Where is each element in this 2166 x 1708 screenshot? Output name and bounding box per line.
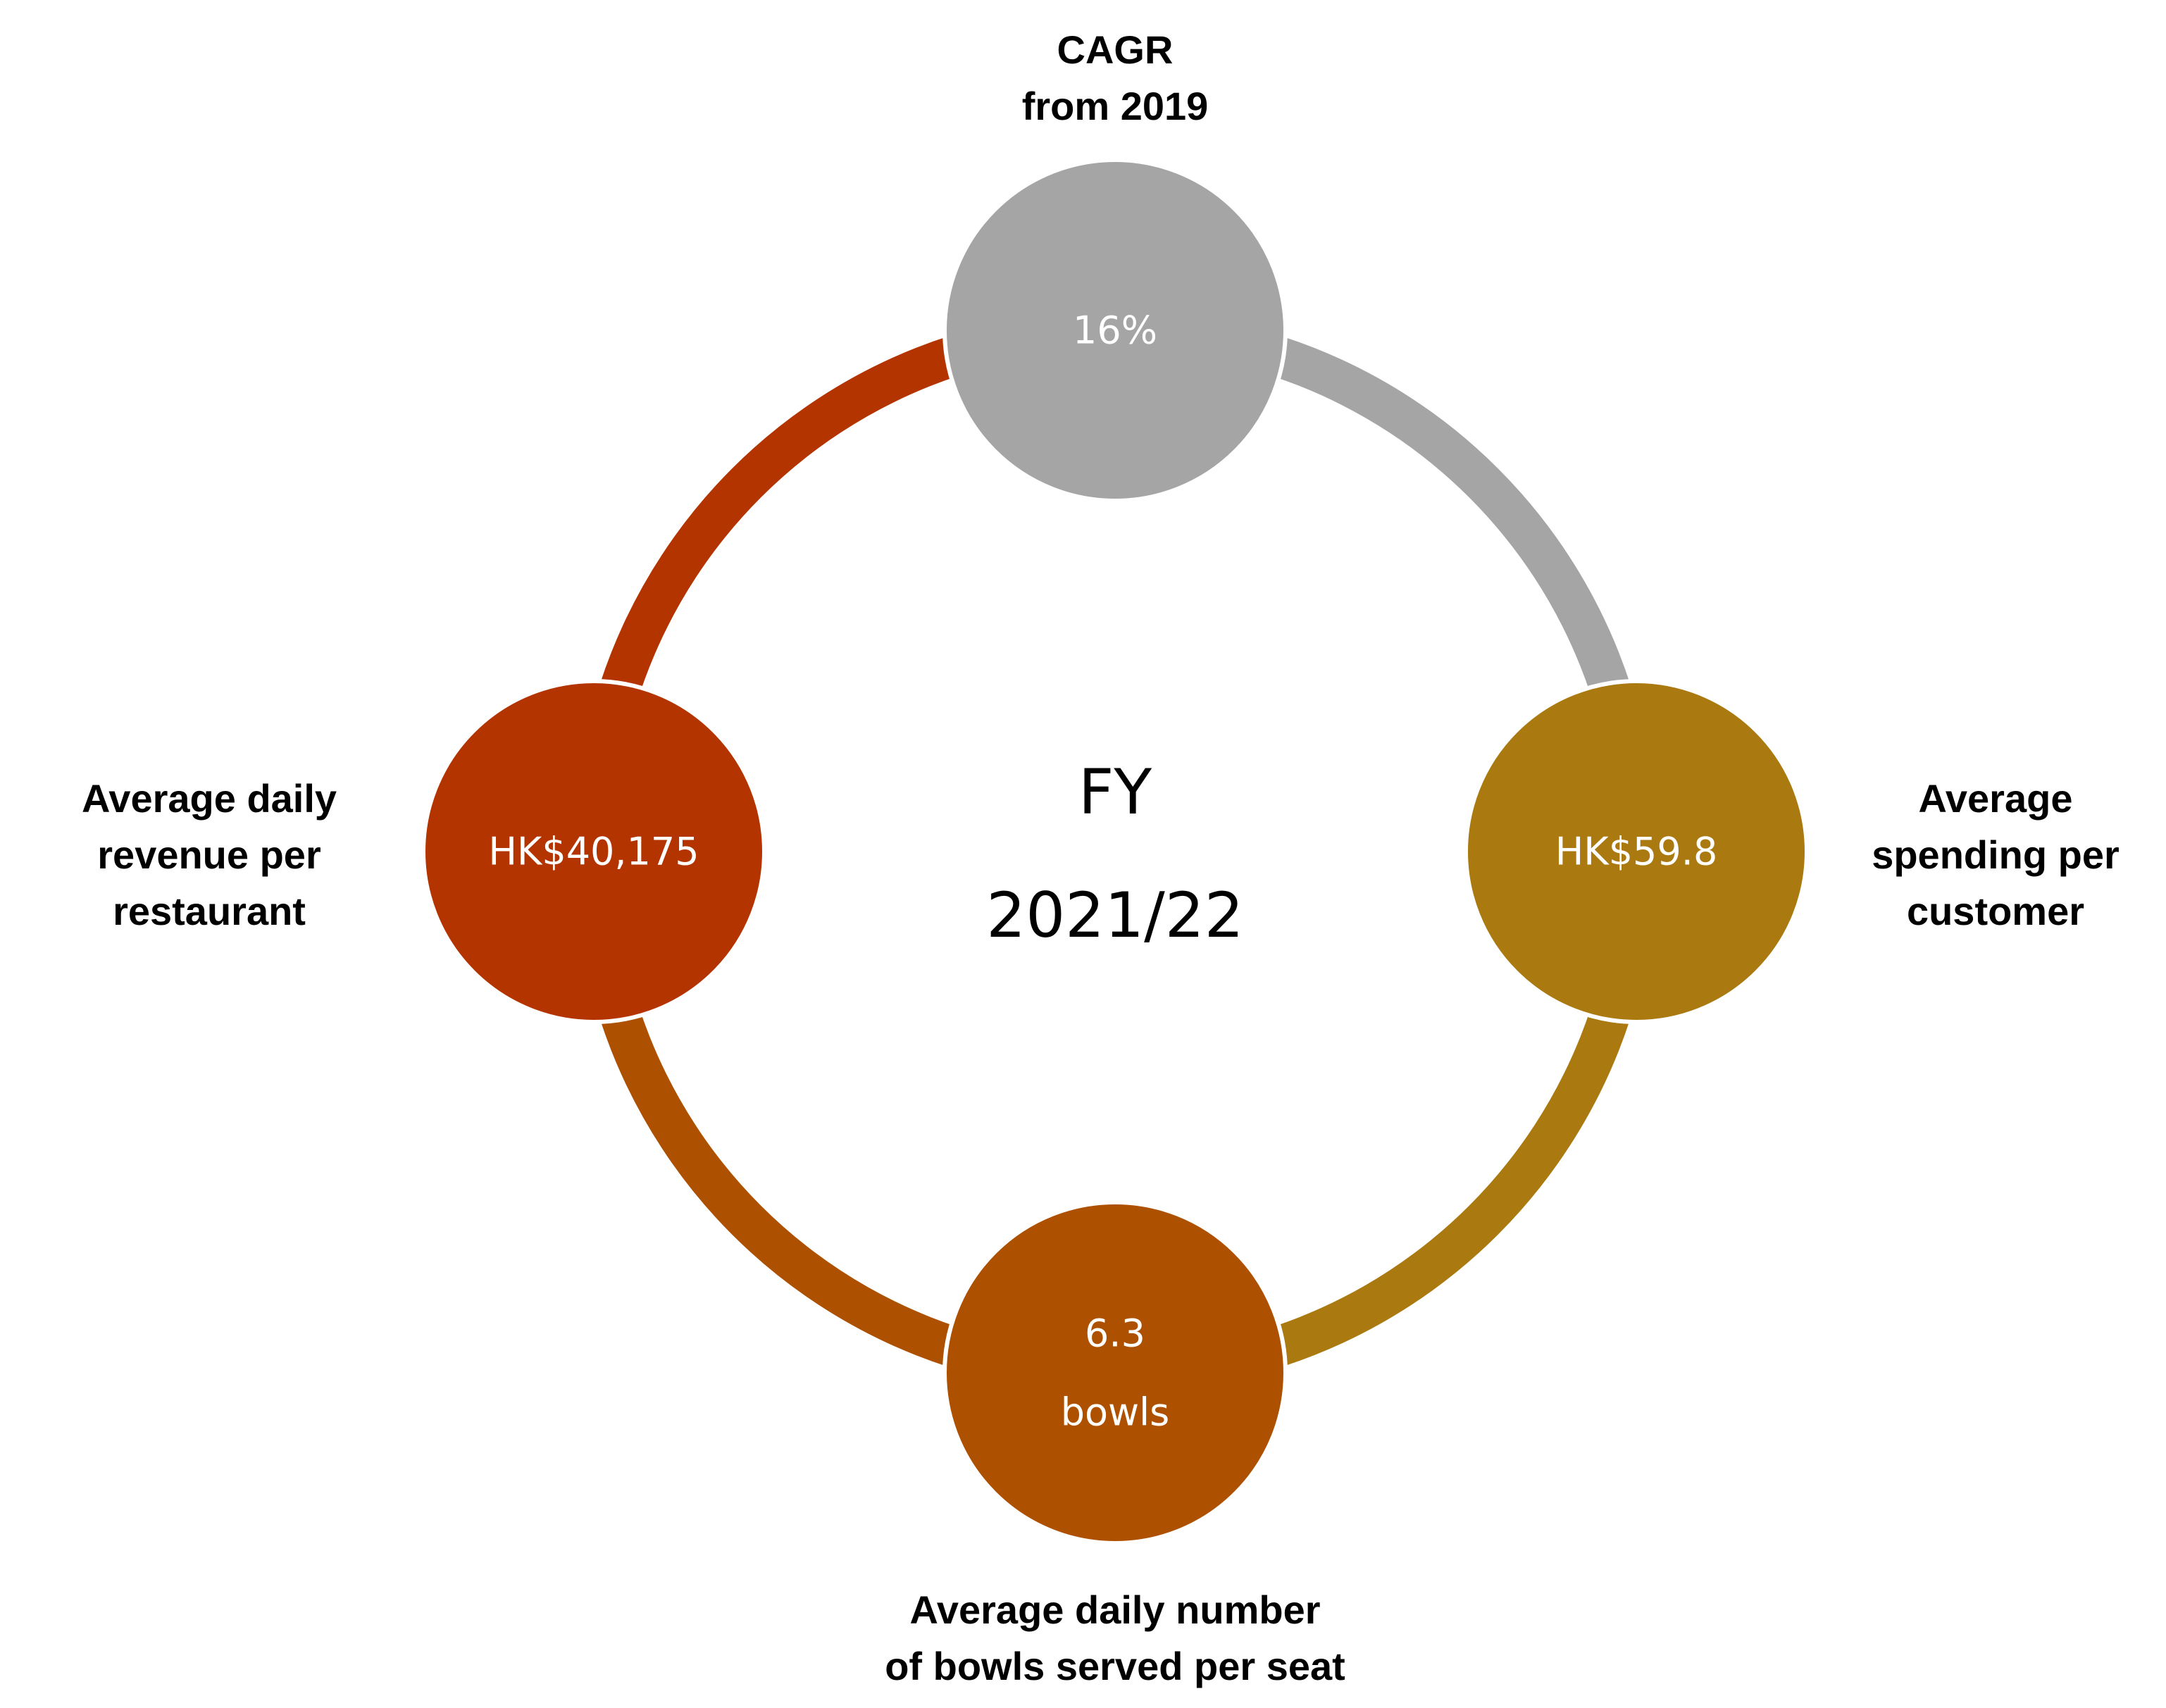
node-label-line-bowls-0: Average daily number xyxy=(909,1588,1320,1632)
node-label-line-spending-1: spending per xyxy=(1872,833,2120,877)
node-spending: HK$59.8 xyxy=(1464,679,1809,1024)
center-text: FY 2021/22 xyxy=(986,756,1244,952)
node-value-revenue-0: HK$40,175 xyxy=(488,830,699,874)
cycle-nodes: 16% HK$59.8 6.3 bowls HK$40,175 xyxy=(421,158,1809,1545)
node-circle-bowls xyxy=(942,1200,1288,1545)
center-line-2: 2021/22 xyxy=(986,879,1244,952)
node-value-cagr-0: 16% xyxy=(1073,308,1157,353)
node-label-revenue: Average daily revenue per restaurant xyxy=(82,776,337,933)
center-line-1: FY xyxy=(1078,756,1152,828)
node-label-cagr: CAGR from 2019 xyxy=(1022,27,1209,128)
node-cagr: 16% xyxy=(942,158,1288,503)
node-label-bowls: Average daily number of bowls served per … xyxy=(885,1588,1345,1688)
node-label-line-cagr-1: from 2019 xyxy=(1022,84,1209,128)
node-label-line-cagr-0: CAGR xyxy=(1057,27,1174,72)
node-revenue: HK$40,175 xyxy=(421,679,766,1024)
node-label-line-revenue-2: restaurant xyxy=(113,889,306,933)
node-label-spending: Average spending per customer xyxy=(1872,776,2120,933)
node-label-line-spending-0: Average xyxy=(1919,776,2073,821)
node-value-bowls-1: bowls xyxy=(1061,1390,1170,1435)
node-circle-revenue xyxy=(421,679,766,1024)
node-label-line-spending-2: customer xyxy=(1907,889,2084,933)
node-bowls: 6.3 bowls xyxy=(942,1200,1288,1545)
node-label-line-revenue-0: Average daily xyxy=(82,776,337,821)
node-value-spending-0: HK$59.8 xyxy=(1555,830,1718,874)
node-circle-cagr xyxy=(942,158,1288,503)
node-circle-spending xyxy=(1464,679,1809,1024)
node-value-bowls-0: 6.3 xyxy=(1085,1311,1145,1356)
node-label-line-bowls-1: of bowls served per seat xyxy=(885,1644,1345,1688)
node-label-line-revenue-1: revenue per xyxy=(97,833,321,877)
